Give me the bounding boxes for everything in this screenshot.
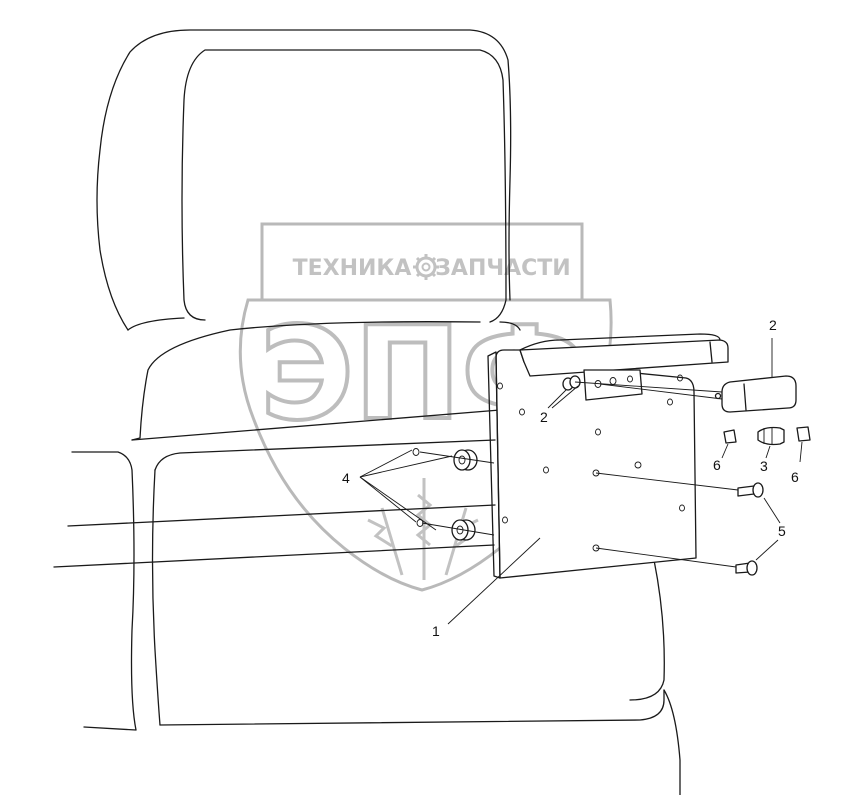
- bracket-bar-end: [709, 341, 713, 363]
- plate-face: [495, 349, 697, 579]
- wheat-icon: [367, 478, 479, 580]
- bracket-bar: [519, 339, 729, 377]
- watermark-brand-right: ЗАПЧАСТИ: [435, 256, 570, 281]
- seat-line-2: [53, 544, 495, 568]
- bushings: [359, 448, 495, 541]
- callout-6-left: 6: [713, 457, 721, 473]
- bolt-lower: [735, 560, 758, 576]
- gear-icon: [413, 254, 439, 280]
- seat-bottom: [159, 689, 665, 726]
- cushion-seam-left: [151, 469, 161, 726]
- callout-4: 4: [342, 470, 350, 486]
- callout-1: 1: [432, 623, 440, 639]
- contacts: [721, 426, 811, 463]
- bracket-bar-top: [519, 333, 721, 351]
- bulb-leader: [765, 445, 771, 459]
- seat-bottom-curve: [629, 559, 665, 701]
- contact-left: [723, 429, 737, 444]
- lamp-lens: [743, 383, 747, 411]
- screw-upper: [562, 375, 581, 391]
- backrest-top: [131, 321, 481, 441]
- mounting-plate: [487, 333, 729, 579]
- lamp-stud: [714, 392, 722, 400]
- callout-5-leader-upper: [763, 497, 781, 524]
- callout-6-right: 6: [791, 469, 799, 485]
- callout-2-top: 2: [769, 317, 777, 333]
- lamp-housing: [714, 375, 797, 413]
- plate-holes: [497, 374, 685, 552]
- bulb: [757, 426, 785, 459]
- watermark-brand-left: ТЕХНИКА: [293, 256, 412, 281]
- contact-left-leader: [721, 443, 729, 459]
- headrest-outer: [96, 29, 512, 331]
- callout-1-leader: [447, 537, 541, 625]
- headrest-side: [127, 317, 185, 331]
- bolt-upper-leader: [595, 472, 739, 491]
- headrest-inner: [181, 49, 507, 323]
- contact-right: [796, 426, 811, 442]
- leader-lines: [547, 338, 773, 409]
- lamp-body: [721, 375, 797, 413]
- bulb-glass: [757, 426, 785, 446]
- plate-edge: [487, 351, 501, 579]
- lamp-screws: [562, 375, 581, 391]
- seat-line-1: [67, 504, 496, 527]
- backrest-top-curve: [499, 321, 521, 331]
- callout-2-left: 2: [540, 409, 548, 425]
- bushing-upper: [412, 448, 478, 471]
- seat-lower: [663, 689, 681, 795]
- contact-right-leader: [799, 441, 803, 463]
- seat: [53, 29, 681, 795]
- bushing-lower: [416, 519, 476, 541]
- callout-5: 5: [778, 523, 786, 539]
- backrest-ledge: [131, 409, 501, 441]
- bulb-base: [763, 427, 773, 445]
- cushion-left: [71, 451, 137, 731]
- callout-5-leader-lower: [755, 539, 779, 561]
- cushion-seam: [154, 439, 496, 471]
- bolt-lower-leader: [595, 547, 737, 568]
- bolt-upper: [737, 482, 764, 498]
- mounting-bolts: [595, 472, 781, 576]
- callout-3: 3: [760, 458, 768, 474]
- callouts: 1 2 2 3 4 5 6 6: [342, 317, 799, 639]
